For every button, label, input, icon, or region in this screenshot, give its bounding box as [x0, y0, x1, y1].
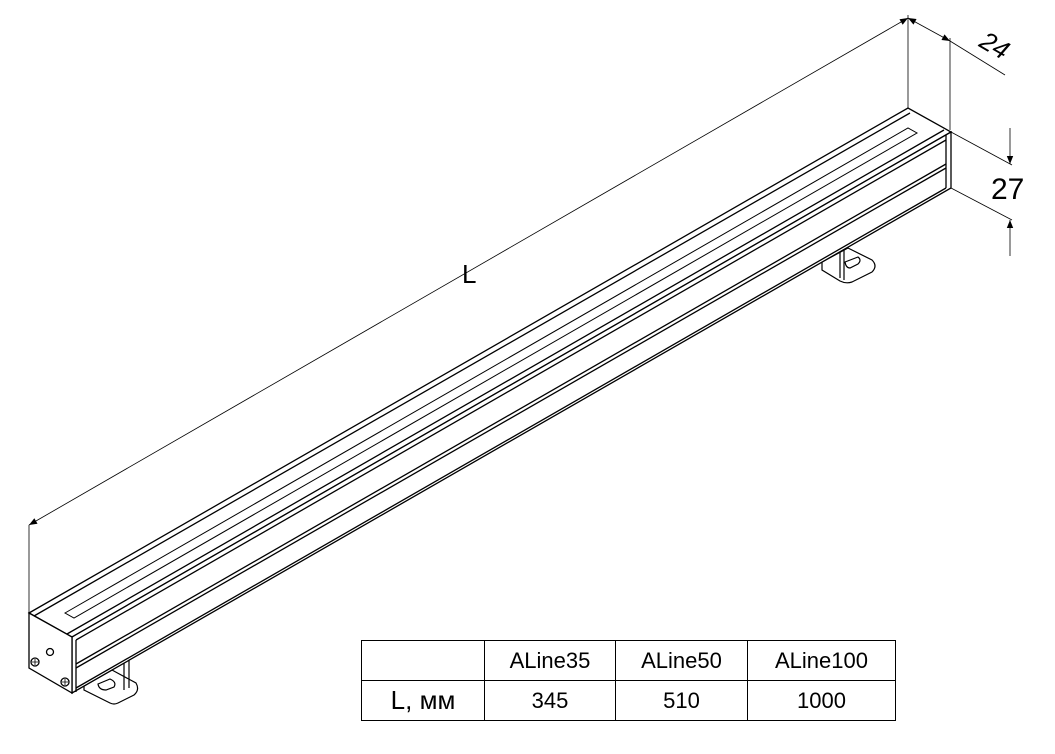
screw-icon [60, 677, 70, 687]
dimension-length [28, 15, 909, 613]
header-cell-aline35: ALine35 [484, 640, 616, 681]
value-aline100: 1000 [747, 680, 896, 721]
dimension-width [907, 17, 1006, 130]
value-aline35: 345 [484, 680, 616, 721]
height-label: 27 [991, 173, 1024, 206]
value-aline50: 510 [615, 680, 748, 721]
screw-icon [30, 657, 40, 667]
table-row: L, мм 345 510 1000 [361, 680, 896, 721]
length-table: ALine35 ALine50 ALine100 L, мм 345 510 1… [361, 640, 896, 721]
header-cell-aline50: ALine50 [615, 640, 748, 681]
table-header-row: ALine35 ALine50 ALine100 [361, 640, 896, 681]
cable-hole [45, 647, 55, 657]
header-cell-aline100: ALine100 [747, 640, 896, 681]
length-label: L [462, 259, 476, 289]
header-cell-empty [361, 640, 485, 681]
dimension-height [950, 128, 1014, 256]
row-label: L, мм [361, 680, 485, 721]
luminaire-body [27, 107, 953, 695]
